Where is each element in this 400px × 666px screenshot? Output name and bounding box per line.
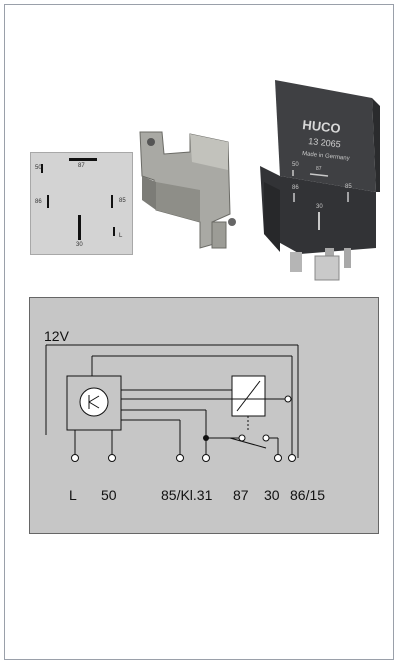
- terminal-label-87: 87: [233, 487, 249, 503]
- pin-85-blade: [111, 195, 113, 208]
- electronic-module: [66, 375, 122, 431]
- contact-node-a: [238, 434, 246, 442]
- terminal-label-86-15: 86/15: [290, 487, 326, 503]
- terminal-l: [71, 454, 79, 462]
- pin-label-85: 85: [119, 198, 126, 204]
- pin-86-blade: [47, 195, 49, 208]
- product-illustration: HUCO 13 2065 Made in Germany 50 87 86 85…: [139, 80, 380, 281]
- relay-pin-label-87: 87: [316, 166, 322, 172]
- terminal-85: [176, 454, 184, 462]
- relay-pin-label-50: 50: [292, 162, 299, 168]
- terminal-30: [274, 454, 282, 462]
- circuit-schematic: [45, 344, 299, 462]
- relay-pin-label-86: 86: [292, 185, 299, 191]
- terminal-label-l: L: [69, 487, 77, 503]
- circuit-diagram: 12V L 50 85/Kl.31 87 30 86/15: [29, 297, 379, 534]
- pin-label-50: 50: [35, 165, 42, 171]
- terminal-86-15: [288, 454, 296, 462]
- image-frame: [4, 4, 394, 660]
- terminal-50: [108, 454, 116, 462]
- pin-30-blade: [78, 215, 81, 240]
- pin-87-blade: [69, 158, 97, 161]
- product-photo: HUCO 13 2065 Made in Germany 50 87 86 85…: [130, 72, 380, 282]
- brand-logo: HUCO: [302, 117, 342, 136]
- terminal-87: [202, 454, 210, 462]
- junction-dot: [203, 435, 209, 441]
- relay-pin-label-30: 30: [316, 204, 323, 210]
- terminal-points: [71, 395, 296, 462]
- pin-label-86: 86: [35, 199, 42, 205]
- terminal-label-85-kl31: 85/Kl.31: [161, 487, 213, 503]
- pin-label-87: 87: [78, 163, 85, 169]
- contact-node-b: [262, 434, 270, 442]
- contact-node-c: [284, 395, 292, 403]
- terminal-label-50: 50: [101, 487, 117, 503]
- circuit-wiring: [45, 344, 299, 458]
- supply-voltage-label: 12V: [44, 328, 69, 344]
- pin-label-l: L: [119, 233, 123, 239]
- mounting-bracket: [139, 131, 236, 249]
- pin-label-30: 30: [76, 242, 83, 248]
- pin-layout-panel: 50 87 86 85 30 L: [30, 152, 133, 255]
- relay-body: [260, 80, 380, 281]
- transistor-symbol: [79, 387, 109, 417]
- pin-l-blade: [113, 227, 115, 236]
- part-number: 13 2065: [308, 136, 341, 149]
- terminal-label-30: 30: [264, 487, 280, 503]
- origin-text: Made in Germany: [302, 151, 350, 162]
- relay-markings: HUCO 13 2065 Made in Germany 50 87 86 85…: [292, 117, 352, 230]
- relay-pin-label-85: 85: [345, 184, 352, 190]
- pin-50-blade: [41, 164, 43, 173]
